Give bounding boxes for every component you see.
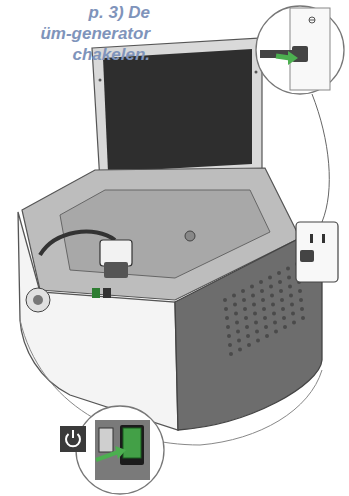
power-icon	[60, 426, 86, 452]
grille-dot	[300, 307, 304, 311]
grille-dot	[236, 330, 240, 334]
grille-dot	[232, 294, 236, 298]
switch-inset	[76, 406, 164, 494]
grille-dot	[228, 343, 232, 347]
grille-dot	[299, 298, 303, 302]
grille-dot	[235, 321, 239, 325]
grille-dot	[226, 325, 230, 329]
grille-dot	[282, 316, 286, 320]
caption-text: p. 3) Deüm-generatorchakelen.	[0, 2, 150, 65]
grille-dot	[233, 303, 237, 307]
grille-dot	[273, 321, 277, 325]
grille-dot	[298, 289, 302, 293]
tray	[60, 190, 270, 278]
grille-dot	[227, 334, 231, 338]
grille-dot	[241, 289, 245, 293]
grille-dot	[272, 312, 276, 316]
grille-dot	[301, 316, 305, 320]
leader-line	[312, 94, 329, 222]
instruction-text: p. 3) De	[0, 2, 150, 23]
instruction-text: chakelen.	[0, 44, 150, 65]
grille-dot	[247, 343, 251, 347]
grille-dot	[254, 321, 258, 325]
grille-dot	[277, 271, 281, 275]
grille-dot	[262, 307, 266, 311]
grille-dot	[261, 298, 265, 302]
grille-dot	[244, 316, 248, 320]
grille-dot	[269, 285, 273, 289]
outlet-inset	[256, 6, 344, 94]
grille-dot	[279, 289, 283, 293]
grille-dot	[224, 307, 228, 311]
grille-dot	[271, 303, 275, 307]
speaker-grille	[223, 262, 305, 356]
grille-dot	[251, 294, 255, 298]
front-shell	[18, 212, 178, 430]
grille-dot	[291, 312, 295, 316]
grille-dot	[278, 280, 282, 284]
instruction-text: üm-generator	[0, 23, 150, 44]
grille-dot	[225, 316, 229, 320]
grille-dot	[265, 334, 269, 338]
grille-dot	[286, 267, 290, 271]
grille-dot	[280, 298, 284, 302]
grille-dot	[256, 339, 260, 343]
wall-outlet	[296, 222, 338, 282]
grille-dot	[252, 303, 256, 307]
grille-dot	[288, 285, 292, 289]
grille-dot	[255, 330, 259, 334]
grille-dot	[246, 334, 250, 338]
grille-dot	[245, 325, 249, 329]
grille-dot	[223, 298, 227, 302]
grille-dot	[281, 307, 285, 311]
screen	[103, 49, 252, 172]
grille-dot	[290, 303, 294, 307]
grille-dot	[292, 321, 296, 325]
grille-dot	[268, 276, 272, 280]
grille-dot	[250, 285, 254, 289]
grille-dot	[264, 325, 268, 329]
grille-dot	[253, 312, 257, 316]
grille-dot	[238, 348, 242, 352]
grille-dot	[259, 280, 263, 284]
grille-dot	[260, 289, 264, 293]
grille-dot	[234, 312, 238, 316]
grille-dot	[237, 339, 241, 343]
grille-dot	[263, 316, 267, 320]
grille-dot	[243, 307, 247, 311]
grille-dot	[287, 276, 291, 280]
grille-dot	[270, 294, 274, 298]
grille-dot	[242, 298, 246, 302]
grille-dot	[274, 330, 278, 334]
grille-dot	[289, 294, 293, 298]
grille-dot	[283, 325, 287, 329]
grille-dot	[229, 352, 233, 356]
